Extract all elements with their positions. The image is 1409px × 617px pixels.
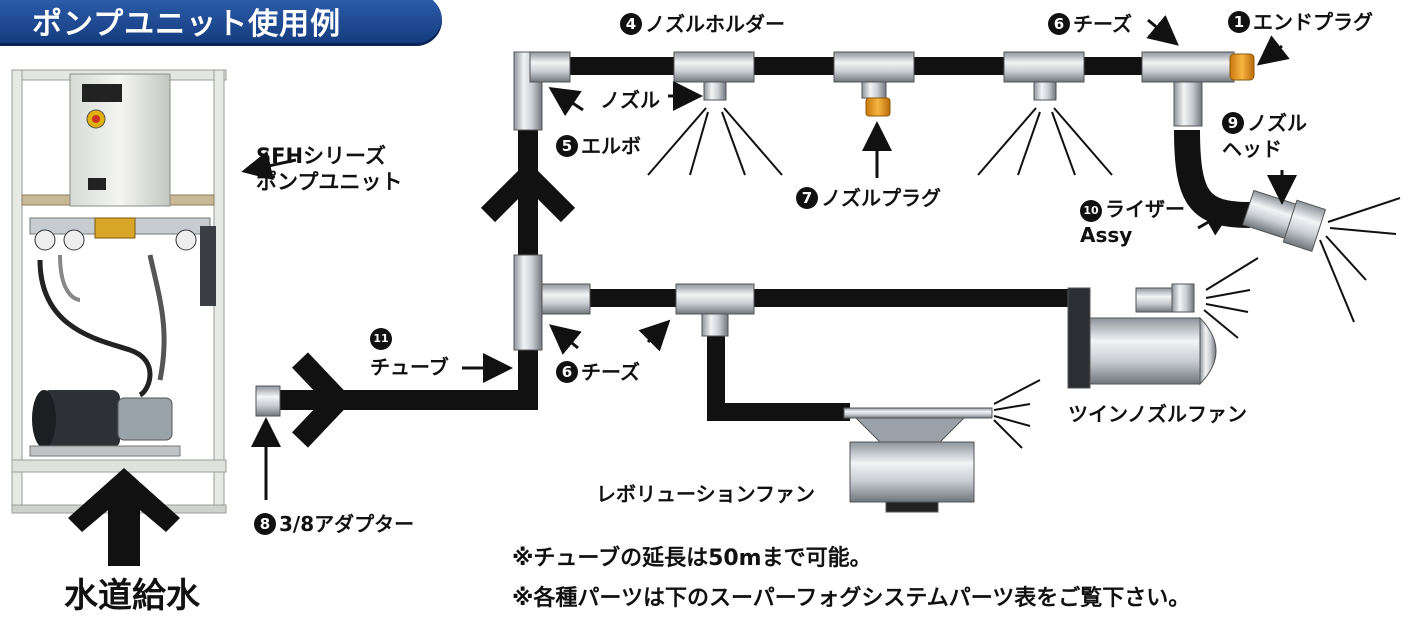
pump-unit-illustration [11, 69, 227, 514]
number-badge: 1 [1228, 11, 1250, 33]
number-badge: 6 [556, 361, 578, 383]
tube-label: 11 チューブ [370, 322, 449, 382]
part-name: ノズル ヘッド [1222, 111, 1307, 161]
revolution-fan-label: レボリューションファン [596, 482, 815, 506]
part-name: エンドプラグ [1253, 10, 1373, 34]
part-name: チーズ [1073, 12, 1132, 36]
pump-unit-label: SFHシリーズ ポンプユニット [256, 144, 403, 194]
number-badge: 10 [1080, 200, 1102, 222]
part-name: エルボ [581, 134, 641, 158]
number-badge: 7 [796, 187, 818, 209]
part-name: ノズルプラグ [821, 186, 941, 210]
water-supply-label: 水道給水 [64, 576, 200, 616]
twin-fan-label: ツインノズルファン [1068, 402, 1247, 426]
number-badge: 9 [1222, 112, 1244, 134]
part-name: チューブ [370, 355, 449, 379]
part-name: 3/8アダプター [279, 512, 415, 536]
number-badge: 4 [620, 13, 642, 35]
part-name: ライザー Assy [1080, 197, 1185, 247]
twin-nozzle-fan [1067, 283, 1217, 389]
note-line-1: ※チューブの延長は50mまで可能。 [512, 546, 872, 571]
note-line-2: ※各種パーツは下のスーパーフォグシステムパーツ表をご覧下さい。 [512, 586, 1191, 611]
nozzle-label: ノズル [600, 88, 660, 112]
part-name: チーズ [581, 360, 640, 384]
number-badge: 6 [1048, 13, 1070, 35]
number-badge: 5 [556, 135, 578, 157]
adapter-part [255, 385, 281, 417]
title-banner: ポンプユニット使用例 [0, 0, 442, 46]
number-badge: 11 [370, 328, 392, 350]
water-inlet-arrow [68, 468, 180, 566]
number-badge: 8 [254, 513, 276, 535]
page-title: ポンプユニット使用例 [32, 7, 342, 42]
revolution-fan [843, 407, 993, 513]
part-name: ノズルホルダー [645, 12, 785, 36]
